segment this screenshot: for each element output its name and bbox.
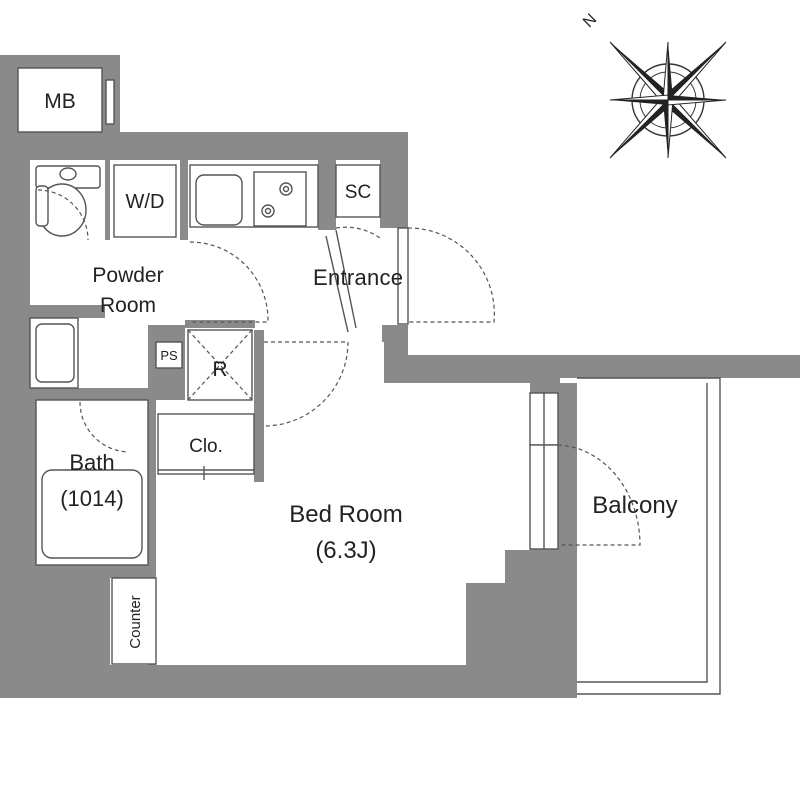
label-powder-line2: Room xyxy=(100,294,156,317)
compass-north-letter: N xyxy=(580,11,600,31)
outside-area xyxy=(408,135,800,355)
balcony xyxy=(577,377,721,695)
kitchen-sink xyxy=(195,174,243,226)
counter-box xyxy=(111,577,157,665)
bedroom-floor xyxy=(156,342,530,665)
label-ps: PS xyxy=(160,348,178,363)
stove xyxy=(253,171,307,227)
mb-box xyxy=(17,67,103,133)
powder-floor-2 xyxy=(105,240,185,325)
ps-box xyxy=(155,341,183,369)
washer-box xyxy=(113,164,177,238)
label-counter: Counter xyxy=(127,595,144,648)
room-labels: MB W/D SC Entrance Powder Room PS R Clo.… xyxy=(44,90,677,649)
balcony-window xyxy=(529,392,641,550)
label-bedroom-size: (6.3J) xyxy=(315,537,376,564)
bathtub xyxy=(41,469,143,559)
label-sc: SC xyxy=(345,182,371,203)
fixtures xyxy=(17,67,381,665)
label-r: R xyxy=(212,358,227,381)
sc-box xyxy=(335,164,381,218)
label-bedroom: Bed Room xyxy=(289,501,402,528)
label-balcony: Balcony xyxy=(592,492,677,519)
label-mb: MB xyxy=(44,90,76,113)
label-clo: Clo. xyxy=(189,436,223,457)
compass-rose xyxy=(609,41,727,159)
label-powder-line1: Powder xyxy=(92,264,163,287)
closet xyxy=(157,413,255,475)
label-entrance: Entrance xyxy=(313,265,403,290)
doors xyxy=(189,226,495,427)
label-bath: Bath xyxy=(69,450,114,475)
label-bath-size: (1014) xyxy=(60,486,124,511)
label-wd: W/D xyxy=(126,191,165,213)
